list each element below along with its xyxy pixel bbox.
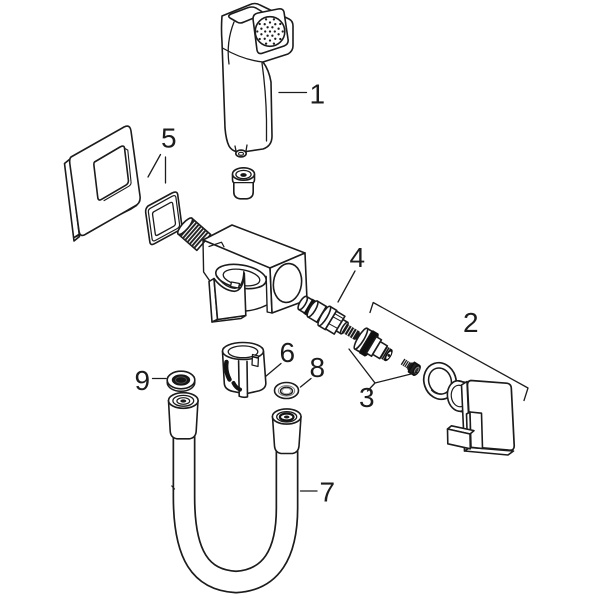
leader-4 bbox=[337, 270, 356, 303]
spray-face-circle bbox=[254, 15, 286, 48]
leader-6 bbox=[264, 362, 282, 378]
callout-label-8: 8 bbox=[310, 352, 326, 383]
filter-seal bbox=[166, 370, 196, 393]
outlet-opening bbox=[272, 262, 303, 304]
callout-label-3: 3 bbox=[359, 382, 375, 413]
clip-dark-band bbox=[223, 359, 232, 382]
handle-lever-foot bbox=[446, 428, 472, 450]
seal-frame bbox=[144, 191, 183, 246]
callout-label-6: 6 bbox=[280, 337, 296, 368]
check-valve bbox=[231, 167, 256, 200]
spray-nozzle-dots bbox=[256, 18, 284, 45]
hand-shower bbox=[220, 2, 294, 158]
cartridge bbox=[297, 295, 360, 341]
leader-bracket-3 bbox=[348, 348, 418, 392]
holder-clip bbox=[221, 341, 267, 399]
leader-lines bbox=[147, 91, 529, 492]
callout-label-2: 2 bbox=[463, 307, 479, 338]
plate-square-hole bbox=[93, 145, 130, 201]
callout-label-9: 9 bbox=[135, 365, 151, 396]
head-back-cover bbox=[227, 6, 264, 24]
callout-label-5: 5 bbox=[161, 123, 177, 154]
escutcheon-plate bbox=[63, 125, 141, 242]
handle-right-edge bbox=[261, 62, 268, 142]
handle-front-edge bbox=[227, 21, 235, 65]
callout-label-4: 4 bbox=[350, 242, 366, 273]
shower-hose bbox=[167, 391, 302, 594]
handle bbox=[446, 379, 516, 456]
handle-adapter bbox=[353, 327, 393, 362]
fixing-screw bbox=[400, 358, 421, 376]
handle-head-seam bbox=[221, 47, 264, 63]
leader-bracket-2 bbox=[369, 301, 529, 402]
hose-nut-right bbox=[271, 408, 302, 455]
valve-body bbox=[176, 217, 308, 323]
callout-label-7: 7 bbox=[320, 477, 336, 508]
hose-nut-left bbox=[167, 391, 199, 440]
shower-holder bbox=[208, 263, 268, 323]
callout-label-1: 1 bbox=[310, 79, 326, 110]
leader-5 bbox=[147, 153, 167, 184]
washer bbox=[273, 381, 300, 400]
hole-inner-wall bbox=[103, 147, 132, 202]
callout-numbers: 1 2 3 4 5 6 7 8 9 bbox=[135, 79, 479, 508]
handle-outlet-cone bbox=[234, 144, 248, 158]
leader-8 bbox=[299, 377, 312, 388]
